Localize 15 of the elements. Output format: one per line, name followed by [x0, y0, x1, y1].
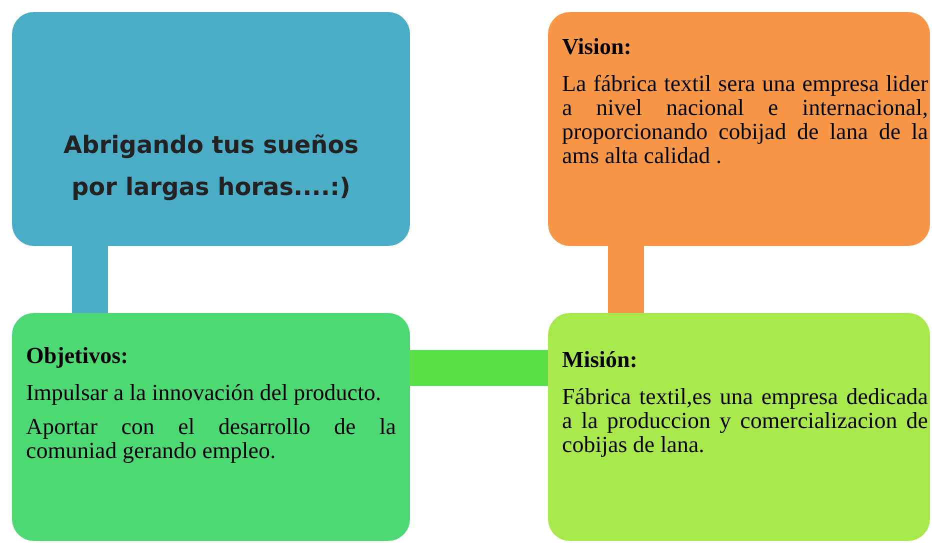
- text-box: [12, 313, 410, 541]
- paragraph: Fábrica textil,es una empresa dedicada a la produccion y comercializacion de cobijas de lana.: [562, 385, 928, 457]
- heading: Vision:: [562, 34, 632, 60]
- connector-bar: [608, 246, 644, 313]
- connector-bar: [72, 246, 108, 313]
- text-box: [12, 12, 410, 246]
- paragraph: La fábrica textil sera una empresa lider a nivel nacional e internacional, proporcionando cobijad de lana de la ams alta calidad .: [562, 72, 928, 168]
- slogan-text: Abrigando tus sueños por largas horas....:): [62, 130, 360, 203]
- text-box: [548, 313, 930, 541]
- heading: Misión:: [562, 347, 638, 373]
- heading: Objetivos:: [26, 343, 130, 369]
- paragraph: Impulsar a la innovación del producto.: [26, 381, 382, 405]
- connector-bar: [410, 350, 548, 386]
- text-box: [548, 12, 930, 246]
- paragraph: Aportar con el desarrollo de la comuniad gerando empleo.: [26, 415, 396, 463]
